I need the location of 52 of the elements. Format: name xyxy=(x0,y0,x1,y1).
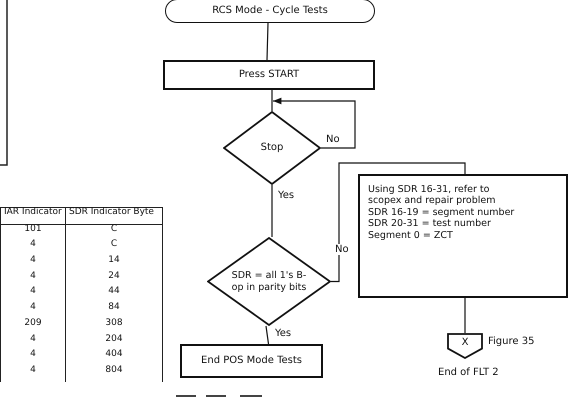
node-text: SDR = all 1's B-op in parity bits xyxy=(230,270,308,293)
process-box xyxy=(180,344,323,378)
node-text: Stop xyxy=(260,142,284,154)
table-cell: C xyxy=(66,224,162,240)
edge-label: Yes xyxy=(278,190,294,201)
table-cell: 44 xyxy=(66,287,162,304)
table-cell: 804 xyxy=(66,366,162,382)
connector xyxy=(273,98,356,149)
note-text: End of FLT 2 xyxy=(438,367,499,378)
off-page-connector xyxy=(447,333,483,359)
table-cell: 404 xyxy=(66,350,162,366)
note-box xyxy=(358,174,568,298)
table-cell: 84 xyxy=(66,303,162,319)
table-cell: IAR Indicator xyxy=(0,208,66,224)
decision-diamond xyxy=(207,237,331,326)
table-cell: 101 xyxy=(0,224,66,240)
table-cell: 4 xyxy=(0,303,66,319)
connector xyxy=(265,326,270,344)
table-cell: 4 xyxy=(0,334,66,350)
connector xyxy=(266,22,269,60)
edge-label: Yes xyxy=(275,328,292,339)
node-text: RCS Mode - Cycle Tests xyxy=(212,5,328,17)
table-cell: C xyxy=(66,240,162,256)
table-cell: 308 xyxy=(66,318,162,334)
decision-diamond xyxy=(223,111,321,185)
node-text: Segment 0 = ZCT xyxy=(368,230,453,241)
edge-label: No xyxy=(335,244,349,255)
table-cell: 4 xyxy=(0,240,66,256)
connector xyxy=(271,90,273,111)
table-cell: 4 xyxy=(0,272,66,288)
table-cell: SDR Indicator Byte xyxy=(66,208,162,224)
node-text: SDR 20-31 = test number xyxy=(368,218,491,230)
table-cell: 24 xyxy=(66,272,162,288)
process-box xyxy=(163,60,375,90)
terminator xyxy=(165,0,375,23)
edge-label: No xyxy=(326,134,340,145)
table-cell: 4 xyxy=(0,350,66,366)
node-text: End POS Mode Tests xyxy=(201,355,302,367)
connector xyxy=(464,298,466,333)
table-cell: 204 xyxy=(66,334,162,350)
table-cell: 4 xyxy=(0,256,66,272)
table-cell: 14 xyxy=(66,256,162,272)
node-text: Using SDR 16-31, refer to scopex and repair problem xyxy=(368,184,496,207)
connector xyxy=(331,162,466,282)
node-text: X xyxy=(462,337,468,349)
table-cell: 209 xyxy=(0,318,66,334)
node-text: Press START xyxy=(238,69,300,81)
connector xyxy=(271,185,273,237)
node-text: SDR 16-19 = segment number xyxy=(368,206,514,218)
table-cell: 4 xyxy=(0,366,66,382)
table-cell: 4 xyxy=(0,287,66,304)
node-caption: Figure 35 xyxy=(488,336,534,347)
